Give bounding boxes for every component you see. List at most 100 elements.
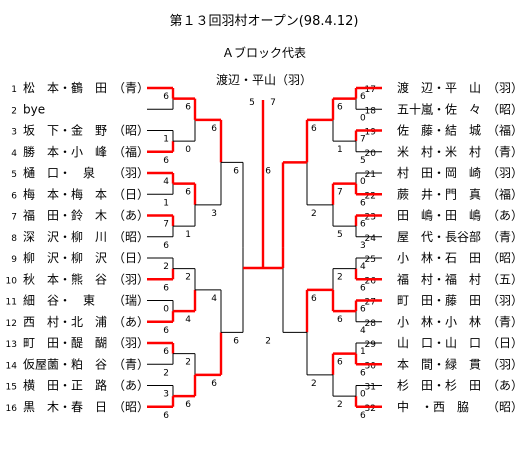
right-entry-number: 30 [365,361,377,371]
right-entry-name: 渡 辺・平 山 [397,80,481,95]
score-label: 1 [185,230,191,240]
score-label: 6 [311,294,317,304]
left-entry-name: 仮屋薗・粕 谷 [23,356,107,371]
left-entry-name: 町 田・醍 醐 [23,336,107,350]
right-entry-number: 27 [365,298,376,308]
score-label: 6 [211,379,217,389]
right-entry-number: 32 [365,404,376,414]
right-entry-number: 24 [365,234,377,244]
score-label: 7 [337,188,343,198]
score-label: 2 [185,273,191,283]
right-entry-number: 20 [365,149,377,159]
right-entry-club: （昭） [487,400,523,414]
score-label: 2 [185,358,191,368]
right-entry-name: 田 嶋・田 嶋 [397,209,481,223]
right-entry-number: 19 [365,128,377,138]
score-label: 6 [360,283,366,293]
score-label: 4 [211,294,217,304]
left-entry-name: bye [23,102,45,116]
left-entry-number: 11 [6,298,17,308]
final-score-left: 5 [249,98,255,108]
left-entry-club: （青） [113,357,149,371]
score-label: 1 [360,347,366,357]
left-entry-club: （羽） [113,272,149,286]
score-label: 6 [185,400,191,410]
right-entry-number: 26 [365,276,377,286]
left-entry-name: 西 村・北 浦 [23,315,107,329]
right-entry-name: 中 ・西 脇 [397,399,469,414]
right-entry-club: （福） [487,123,523,138]
score-label: 1 [337,145,343,155]
left-entry-club: （あ） [113,315,149,329]
left-entry-name: 秋 本・熊 谷 [23,271,107,286]
score-label: 6 [163,241,169,251]
tournament-title: 第１３回羽村オープン(98.4.12) [169,14,359,29]
score-label: 6 [233,336,239,346]
right-entry-name: 町 田・藤 田 [397,294,481,308]
score-label: 6 [163,411,169,421]
score-label: 6 [265,166,271,176]
right-entry-number: 17 [365,85,376,95]
score-label: 2 [163,368,169,378]
left-entry-number: 4 [11,149,17,159]
score-label: 6 [360,305,366,315]
right-entry-club: （福） [487,186,523,201]
left-entry-number: 13 [6,340,17,350]
score-label: 0 [360,177,366,187]
right-entry-club: （昭） [487,102,523,116]
score-label: 2 [311,379,317,389]
left-entry-name: 坂 下・金 野 [23,123,107,138]
right-entry-name: 山 口・山 口 [397,336,481,350]
left-entry-number: 12 [6,319,17,329]
score-label: 6 [163,156,169,166]
left-entry-club: （日） [113,251,149,265]
left-entry-club: （日） [113,187,149,201]
left-entry-number: 6 [11,191,17,201]
score-label: 6 [360,220,366,230]
score-label: 2 [163,262,169,272]
score-label: 0 [185,145,191,155]
left-entry-club: （昭） [113,400,149,414]
left-entry-club: （あ） [113,209,149,223]
right-entry-name: 本 間・緑 貫 [397,356,481,371]
score-label: 6 [211,124,217,134]
left-entry-name: 細 谷・ 東 [23,294,95,308]
score-label: 5 [360,156,366,166]
right-entry-club: （羽） [487,81,523,95]
right-entry-number: 25 [365,255,376,265]
left-entry-club: （昭） [113,124,149,138]
score-label: 6 [185,188,191,198]
left-entry-name: 柳 沢・柳 沢 [23,251,107,265]
score-label: 1 [163,198,169,208]
score-label: 3 [360,241,366,251]
left-entry-club: （昭） [113,230,149,244]
score-label: 6 [233,166,239,176]
right-entry-club: （羽） [487,357,523,371]
score-label: 6 [311,124,317,134]
left-entry-name: 横 田・正 路 [23,378,107,393]
right-entry-club: （あ） [487,379,523,393]
left-entry-name: 深 沢・柳 川 [23,230,107,244]
left-entry-name: 福 田・鈴 木 [23,208,107,223]
right-entry-name: 小 林・石 田 [397,251,481,265]
score-label: 6 [163,92,169,102]
right-entry-name: 米 村・米 村 [397,145,481,159]
score-label: 2 [265,336,271,346]
left-entry-number: 10 [6,276,18,286]
score-label: 7 [163,220,169,230]
left-entry-club: （福） [113,144,149,159]
left-entry-number: 3 [11,128,17,138]
right-entry-number: 21 [365,170,376,180]
left-entry-club: （あ） [113,379,149,393]
right-entry-name: 佐 藤・結 城 [397,124,481,138]
right-entry-name: 屋 代・長谷部 [397,229,481,244]
right-entry-number: 31 [365,383,376,393]
left-entry-name: 勝 本・小 峰 [23,144,107,159]
score-label: 6 [360,368,366,378]
right-entry-name: 小 林・小 林 [397,315,481,329]
score-label: 4 [360,326,366,336]
left-entry-number: 8 [11,234,17,244]
score-label: 4 [163,177,169,187]
left-entry-name: 黒 木・春 日 [23,400,107,414]
